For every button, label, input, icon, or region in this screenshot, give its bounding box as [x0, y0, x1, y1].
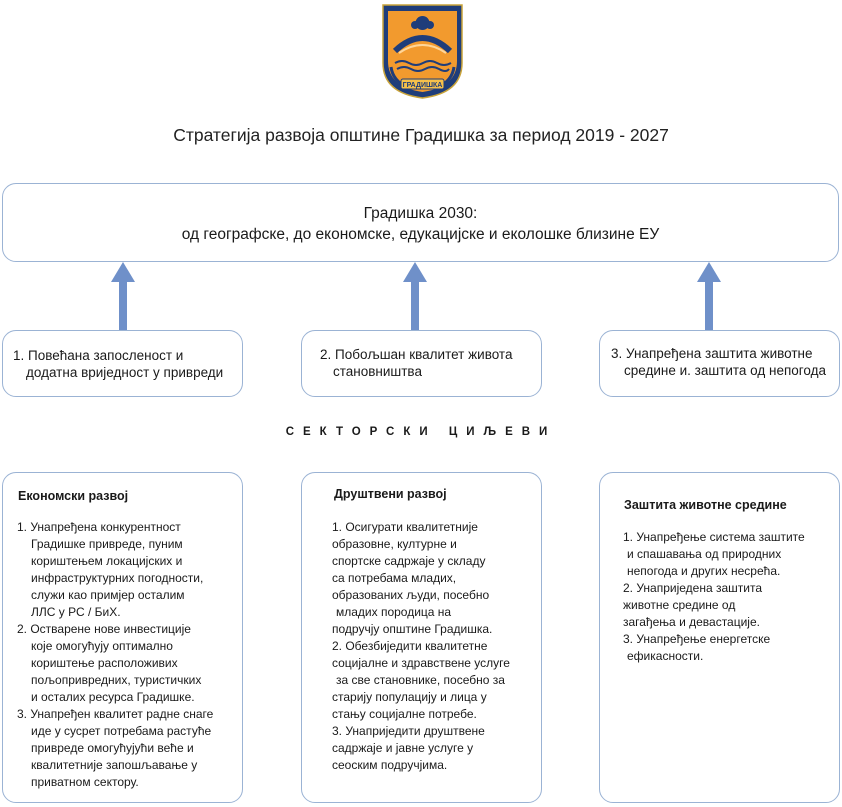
- up-arrow-3: [697, 262, 721, 330]
- list-item: кориштењем локацијских и: [31, 554, 183, 568]
- strategic-goal-3: 3. Унапређена заштита животне средине и.…: [599, 330, 840, 397]
- sector-goals-list: 1. Унапређење система заштите и спашавањ…: [623, 529, 805, 665]
- list-item: социјалне и здравствене услуге: [332, 656, 510, 670]
- goal-2-line-2: становништва: [333, 364, 422, 379]
- list-item: кориштење расположивих: [31, 656, 178, 670]
- list-item: стању социјалне потребе.: [332, 707, 477, 721]
- list-item: образовне, културне и: [332, 537, 457, 551]
- list-item: 2. Остварене нове инвестиције: [17, 622, 191, 636]
- list-item: 1. Осигурати квалитетније: [332, 520, 478, 534]
- list-item: за све становнике, посебно за: [336, 673, 505, 687]
- svg-text:ГРАДИШКА: ГРАДИШКА: [403, 82, 443, 89]
- vision-statement: од географске, до економске, едукацијске…: [181, 226, 660, 243]
- vision-box: Градишка 2030: од географске, до економс…: [2, 183, 839, 262]
- strategic-goal-1: 1. Повећана запосленост и додатна вријед…: [2, 330, 243, 397]
- list-item: привреде омогућујући веће и: [31, 741, 194, 755]
- list-item: са потребама младих,: [332, 571, 457, 585]
- list-item: и осталих ресурса Градишке.: [31, 690, 195, 704]
- list-item: и спашавања од природних: [627, 547, 782, 561]
- list-item: које омогућују оптимално: [31, 639, 173, 653]
- sector-environmental-protection: Заштита животне средине 1. Унапређење си…: [599, 472, 840, 803]
- sector-title: Заштита животне средине: [624, 498, 787, 512]
- list-item: 3. Унапређење енергетске: [623, 632, 771, 646]
- list-item: загађења и девастације.: [623, 615, 760, 629]
- goal-1-line-2: додатна вриједност у привреди: [26, 365, 224, 380]
- list-item: служи као примјер осталим: [31, 588, 185, 602]
- list-item: 2. Унаприједена заштита: [623, 581, 763, 595]
- strategic-goal-2: 2. Побољшан квалитет живота становништва: [301, 330, 542, 397]
- list-item: образованих људи, посебно: [332, 588, 490, 602]
- list-item: непогода и других несрећа.: [627, 564, 781, 578]
- sector-goals-list: 1. Осигурати квалитетније образовне, кул…: [332, 519, 510, 774]
- list-item: 2. Обезбиједити квалитетне: [332, 639, 488, 653]
- sector-title: Економски развој: [18, 489, 129, 503]
- goal-1-line-1: 1. Повећана запосленост и: [13, 348, 184, 363]
- up-arrow-1: [111, 262, 135, 330]
- list-item: иде у сусрет потребама растуће: [31, 724, 212, 738]
- list-item: спортске садржаје у складу: [332, 554, 486, 568]
- goal-2-line-1: 2. Побољшан квалитет живота: [320, 347, 513, 362]
- list-item: Градишке привреде, пуним: [31, 537, 183, 551]
- list-item: инфраструктурних погодности,: [31, 571, 204, 585]
- goal-3-line-1: 3. Унапређена заштита животне: [611, 346, 813, 361]
- sector-social-development: Друштвени развој 1. Осигурати квалитетни…: [301, 472, 542, 803]
- goal-3-line-2: средине и. заштита од непогода: [624, 363, 827, 378]
- up-arrow-2: [403, 262, 427, 330]
- list-item: пољопривредних, туристичких: [31, 673, 202, 687]
- sector-title: Друштвени развој: [334, 487, 447, 501]
- list-item: 1. Унапређење система заштите: [623, 530, 805, 544]
- list-item: младих породица на: [336, 605, 452, 619]
- list-item: 3. Унапређен квалитет радне снаге: [17, 707, 214, 721]
- municipality-crest-logo: ГРАДИШКА: [382, 4, 463, 99]
- list-item: приватном сектору.: [31, 775, 139, 789]
- list-item: 3. Унаприједити друштвене: [332, 724, 485, 738]
- list-item: квалитетније запошљавање у: [31, 758, 198, 772]
- vision-heading: Градишка 2030:: [363, 205, 478, 222]
- list-item: подручју општине Градишка.: [332, 622, 493, 636]
- list-item: сеоским подручјима.: [332, 758, 448, 772]
- list-item: ефикасности.: [627, 649, 704, 663]
- list-item: животне средине од: [623, 598, 736, 612]
- sector-economic-development: Економски развој 1. Унапређена конкурент…: [2, 472, 243, 803]
- list-item: садржаје и јавне услуге у: [332, 741, 474, 755]
- document-title: Стратегија развоја општине Градишка за п…: [173, 125, 669, 145]
- list-item: старију популацију и лица у: [332, 690, 487, 704]
- sectoral-goals-heading: СЕКТОРСКИ ЦИЉЕВИ: [285, 426, 557, 438]
- list-item: 1. Унапређена конкурентност: [17, 520, 181, 534]
- sector-goals-list: 1. Унапређена конкурентност Градишке при…: [17, 519, 213, 791]
- list-item: ЛЛС у РС / БиХ.: [31, 605, 121, 619]
